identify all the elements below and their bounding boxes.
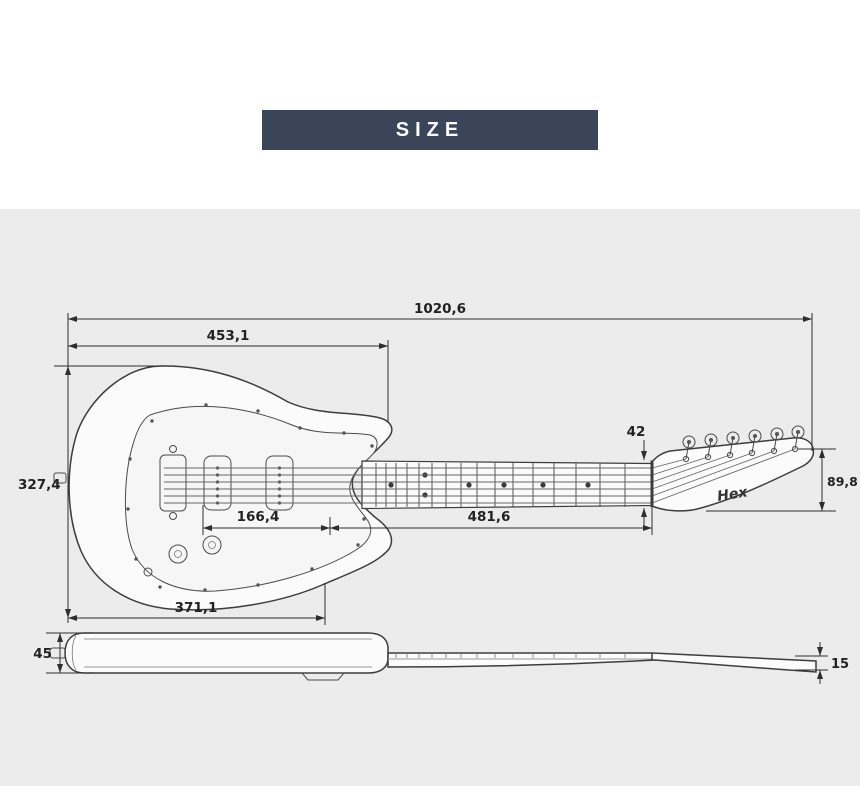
dim-neck-thickness: 15: [795, 642, 849, 684]
tuner-buttons: [682, 425, 805, 449]
front-view: Hex: [53, 365, 815, 611]
volume-knob: [168, 544, 188, 564]
dim-headstock-width: 89,8: [706, 448, 858, 512]
neck: [361, 460, 653, 510]
dim-lower-bout-length: 371,1: [68, 583, 326, 625]
dim-neck-thickness-label: 15: [831, 657, 849, 672]
dim-body-thickness: 45: [33, 632, 94, 674]
fret-lines: [375, 463, 626, 507]
dim-total-length: 1020,6: [68, 301, 813, 451]
headstock-logo: Hex: [716, 484, 749, 505]
diagram-panel: Hex 1020,6: [0, 209, 860, 786]
headstock: [651, 437, 815, 512]
dim-scale-length-label: 481,6: [468, 509, 511, 525]
tone-knob: [202, 535, 222, 555]
dim-body-length: 453,1: [68, 328, 389, 423]
pickguard: [124, 405, 378, 592]
tuner-posts: [682, 445, 799, 463]
side-fret-ticks: [395, 653, 626, 658]
side-neck-plate: [300, 672, 346, 681]
dim-nut-width-label: 42: [627, 424, 646, 440]
output-jack: [143, 567, 153, 577]
fretboard-inlays: [388, 472, 591, 498]
strings: [164, 448, 796, 504]
side-view: [49, 632, 817, 681]
dim-body-height-label: 327,4: [18, 477, 61, 493]
dim-total-length-label: 1020,6: [414, 301, 466, 317]
dim-headstock-width-label: 89,8: [827, 474, 858, 489]
size-header-label: SIZE: [395, 118, 465, 141]
dim-body-length-label: 453,1: [207, 328, 250, 344]
dimensions: 1020,6 453,1 327,4 89,8 42 166,: [18, 301, 858, 684]
dim-bridge-to-pickup: 166,4: [202, 505, 331, 535]
dim-body-thickness-label: 45: [33, 646, 52, 662]
dim-lower-bout-length-label: 371,1: [175, 600, 218, 616]
guitar-dimension-drawing: Hex 1020,6: [18, 301, 858, 684]
side-body-slab: [64, 632, 389, 674]
side-neck: [387, 652, 817, 673]
side-body-contours: [71, 635, 372, 671]
dim-body-height: 327,4: [18, 365, 164, 618]
tuners: [682, 425, 805, 463]
dim-scale-length: 481,6: [330, 508, 653, 535]
bridge-pickup: [203, 455, 232, 511]
dim-bridge-to-pickup-label: 166,4: [237, 509, 280, 525]
size-header-badge: SIZE: [262, 110, 598, 150]
side-strap-pin: [49, 647, 67, 659]
pickguard-screws: [126, 403, 374, 592]
